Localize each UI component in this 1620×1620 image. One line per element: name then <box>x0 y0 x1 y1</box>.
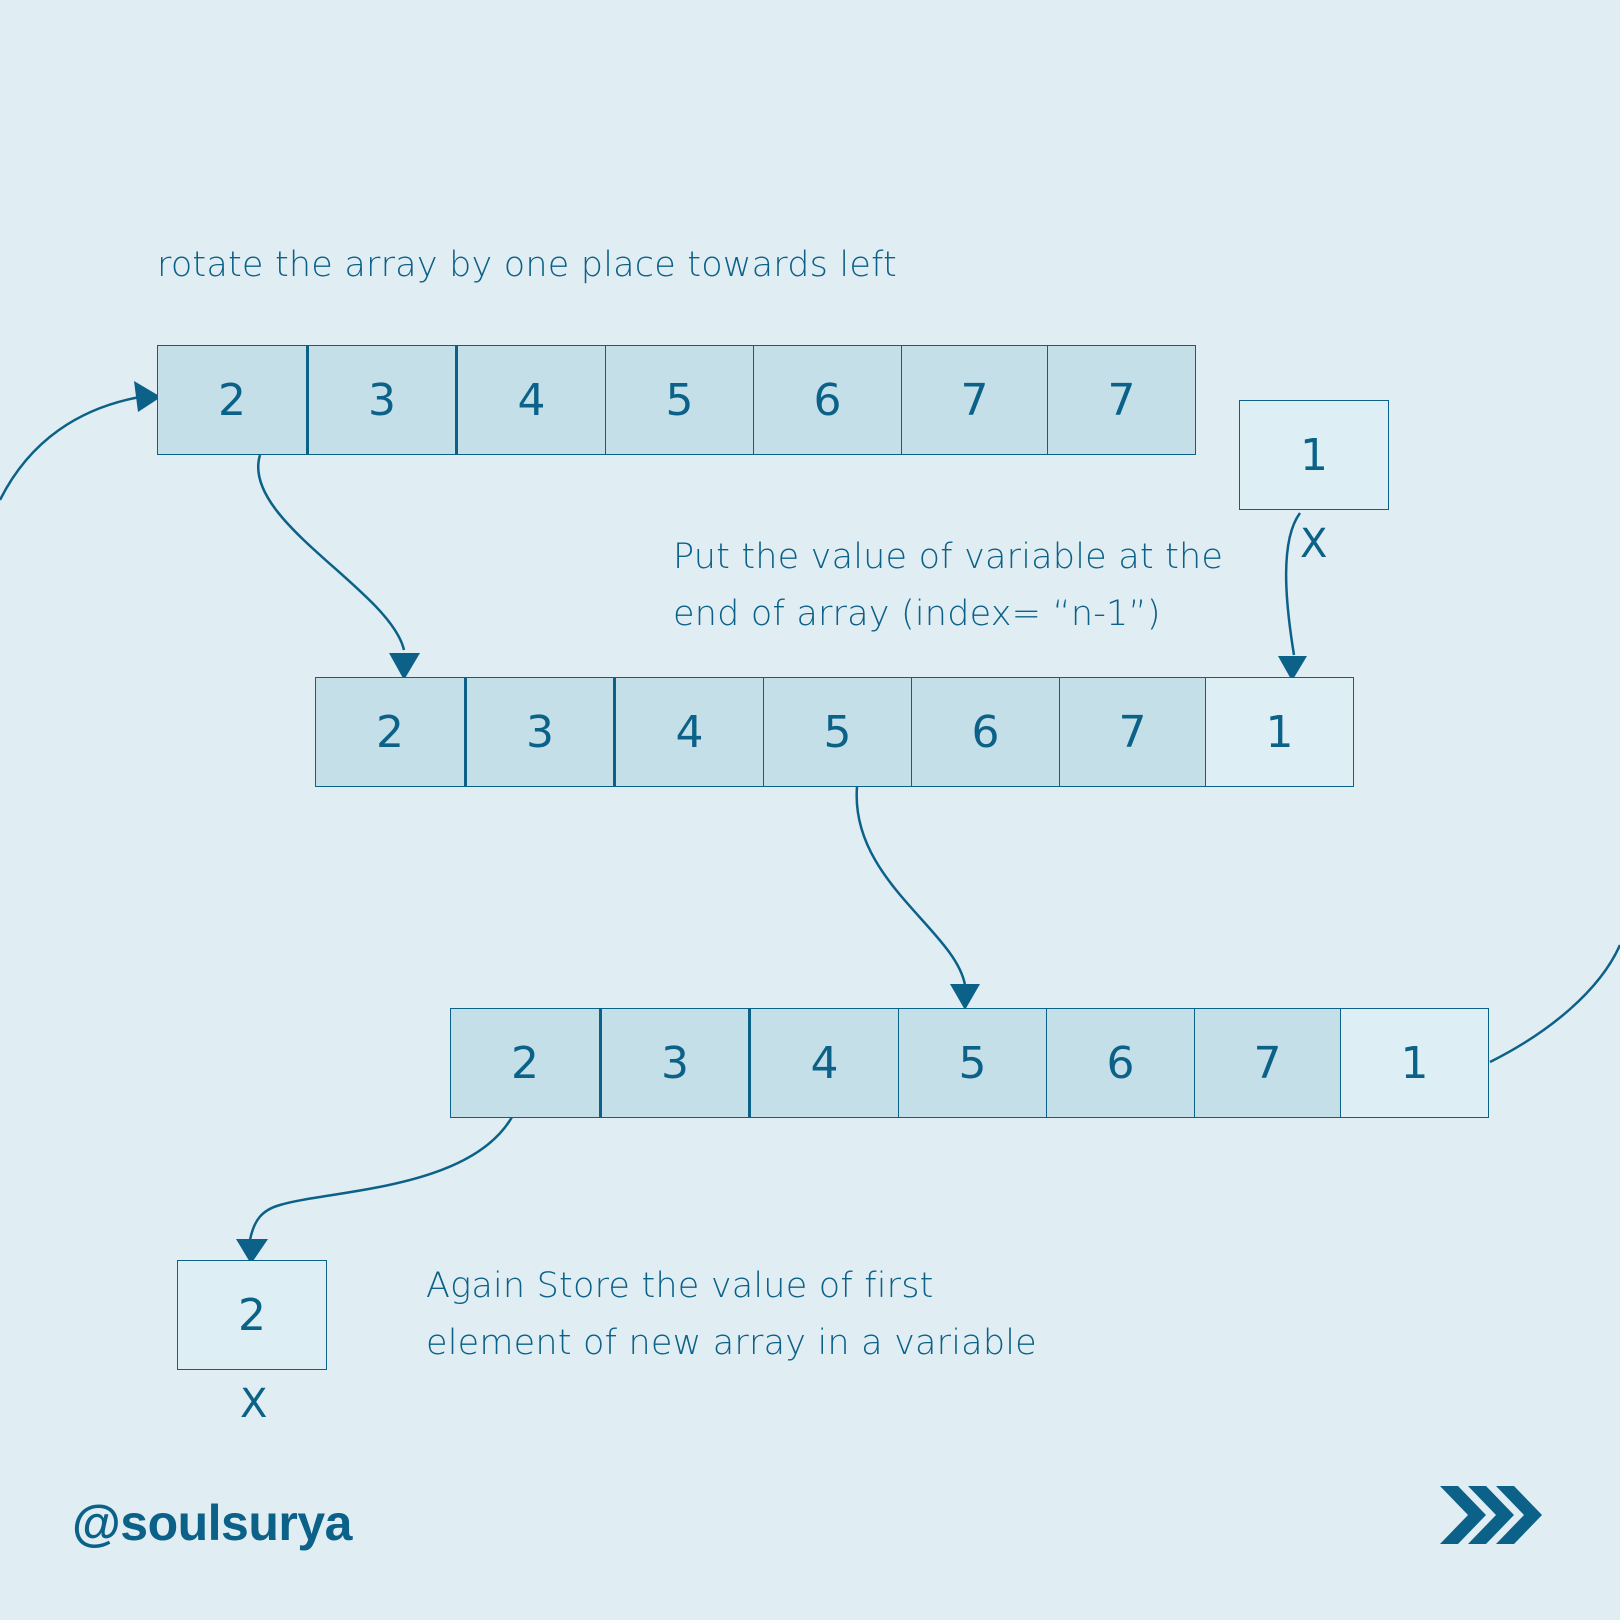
arrow-array3-to-var <box>248 1116 514 1241</box>
array-cell: 7 <box>1193 1008 1342 1118</box>
array-cell: 3 <box>305 345 457 455</box>
array-cell: 3 <box>598 1008 750 1118</box>
array-initial: 2 3 4 5 6 7 7 <box>157 345 1196 455</box>
triple-chevron-right-icon[interactable] <box>1438 1484 1546 1546</box>
variable-label-bottom: X <box>240 1381 268 1427</box>
array-cell: 3 <box>463 677 615 787</box>
array-new: 2 3 4 5 6 7 1 <box>450 1008 1489 1118</box>
array-cell: 6 <box>753 345 902 455</box>
array-cell: 6 <box>1046 1008 1195 1118</box>
array-cell: 4 <box>455 345 606 455</box>
array-cell: 1 <box>1205 677 1354 787</box>
array-cell: 7 <box>1047 345 1196 455</box>
variable-label-top: X <box>1300 521 1328 567</box>
array-cell: 4 <box>613 677 764 787</box>
array-cell: 1 <box>1340 1008 1489 1118</box>
array-cell: 7 <box>1058 677 1207 787</box>
array-cell: 6 <box>911 677 1060 787</box>
arrow-var-to-array2 <box>1284 512 1302 656</box>
note-put-value-line1: Put the value of variable at the <box>673 537 1224 577</box>
note-store-value-line1: Again Store the value of first <box>426 1266 934 1306</box>
arrowhead <box>1278 656 1307 681</box>
array-cell: 2 <box>450 1008 600 1118</box>
arrowhead <box>134 381 161 412</box>
note-store-value-line2: element of new array in a variable <box>426 1323 1037 1363</box>
arrowhead <box>389 653 420 680</box>
array-cell: 7 <box>900 345 1049 455</box>
array-cell: 2 <box>315 677 465 787</box>
array-cell: 5 <box>762 677 913 787</box>
arrowhead <box>236 1239 268 1264</box>
arrow-loop-right <box>1489 944 1620 1064</box>
array-cell: 5 <box>897 1008 1048 1118</box>
arrow-array1-to-array2 <box>256 454 406 651</box>
arrowhead <box>950 984 980 1010</box>
array-cell: 2 <box>157 345 307 455</box>
variable-box-top: 1 <box>1239 400 1389 510</box>
diagram-title: rotate the array by one place towards le… <box>157 245 897 285</box>
variable-box-bottom: 2 <box>177 1260 327 1370</box>
author-handle: @soulsurya <box>72 1495 352 1551</box>
array-after-insert: 2 3 4 5 6 7 1 <box>315 677 1354 787</box>
arrow-loop-top-left <box>0 395 141 501</box>
array-cell: 5 <box>604 345 755 455</box>
note-put-value-line2: end of array (index= “n-1”) <box>673 594 1161 634</box>
arrow-array2-to-array3 <box>855 786 967 986</box>
array-cell: 4 <box>748 1008 899 1118</box>
